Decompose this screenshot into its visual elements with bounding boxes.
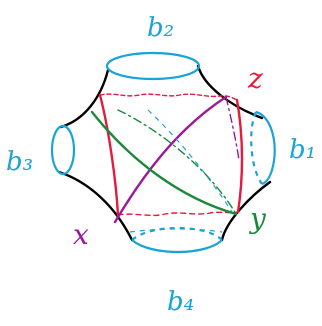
boundary-b1-back	[250, 111, 263, 185]
label-b4: b₄	[167, 287, 194, 317]
curve-y-front	[90, 110, 238, 216]
curve-z-right-vertical	[235, 98, 244, 214]
label-z: z	[247, 62, 263, 95]
label-y: y	[248, 202, 267, 235]
boundary-b3-circle	[50, 124, 76, 176]
outline-top-right	[196, 64, 264, 120]
boundary-b4-back	[131, 226, 223, 241]
curve-y-back	[117, 109, 237, 215]
label-b2: b₂	[147, 13, 174, 43]
curve-x	[113, 95, 240, 224]
outline-top-left	[59, 68, 110, 129]
label-b1: b₁	[289, 135, 316, 165]
label-b3: b₃	[6, 147, 33, 177]
back-segment-diagonal	[147, 109, 233, 213]
curve-x-front	[113, 95, 228, 224]
curve-y	[90, 109, 238, 216]
curve-z-left-vertical	[98, 93, 120, 217]
boundary-b4-front	[131, 239, 223, 254]
back-segment-lower	[129, 228, 223, 233]
back-segments	[129, 109, 233, 233]
boundary-circles	[50, 51, 276, 254]
curve-z-top-wavy	[99, 93, 238, 101]
curve-z-bottom-wavy	[117, 211, 239, 217]
curve-x-back	[225, 96, 240, 161]
boundary-b2-circle	[105, 51, 201, 81]
outline-bottom-left	[57, 170, 134, 242]
boundary-b1-front	[255, 110, 276, 186]
label-x: x	[73, 218, 89, 251]
